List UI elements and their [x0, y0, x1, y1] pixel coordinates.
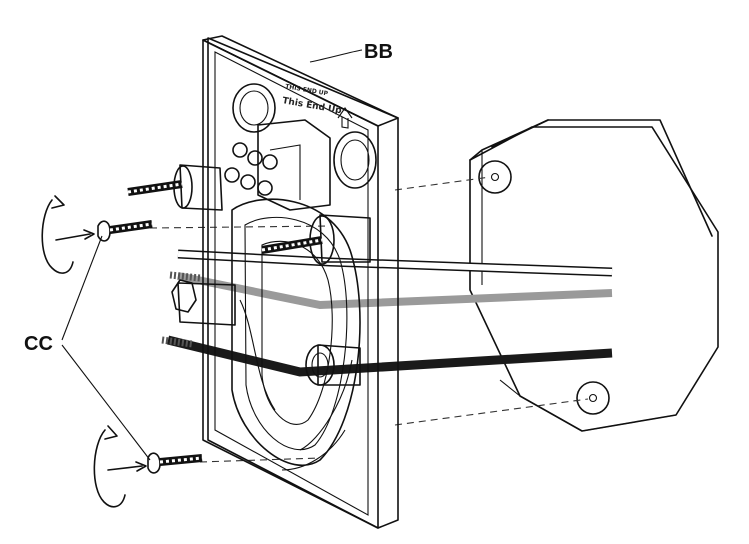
- octagon-junction-box: [469, 119, 719, 432]
- plate-marking-small: THIS END UP: [285, 83, 329, 98]
- terminal-block: [224, 119, 331, 211]
- callout-bb: BB: [309, 41, 393, 63]
- wall-plate: THIS END UP This End Up: [171, 35, 399, 529]
- screw-icon: [127, 180, 183, 196]
- gray-wire: [169, 271, 613, 310]
- alignment-lines: [149, 176, 589, 463]
- plate-marking: This End Up: [281, 96, 342, 116]
- wires: [161, 249, 613, 377]
- rotation-arrow-icon: [93, 425, 147, 508]
- mounting-post-low: [305, 344, 361, 386]
- box-ear-top: [478, 160, 512, 194]
- screw-icon: [147, 452, 203, 474]
- hex-post-left: [171, 279, 236, 326]
- white-wire: [177, 249, 613, 277]
- box-ear-bottom: [576, 381, 610, 415]
- screw-icon: [97, 220, 153, 242]
- up-arrow-icon: [337, 107, 353, 129]
- plate-callout-label: BB: [364, 41, 393, 63]
- callout-cc: CC: [24, 235, 151, 461]
- screw-icon: [261, 236, 323, 254]
- screws-callout-label: CC: [24, 333, 53, 355]
- center-housing: [231, 198, 361, 471]
- rotation-arrow-icon: [41, 195, 95, 274]
- black-wire: [161, 335, 613, 377]
- screw-lower: [93, 425, 203, 508]
- screw-upper: [41, 195, 153, 274]
